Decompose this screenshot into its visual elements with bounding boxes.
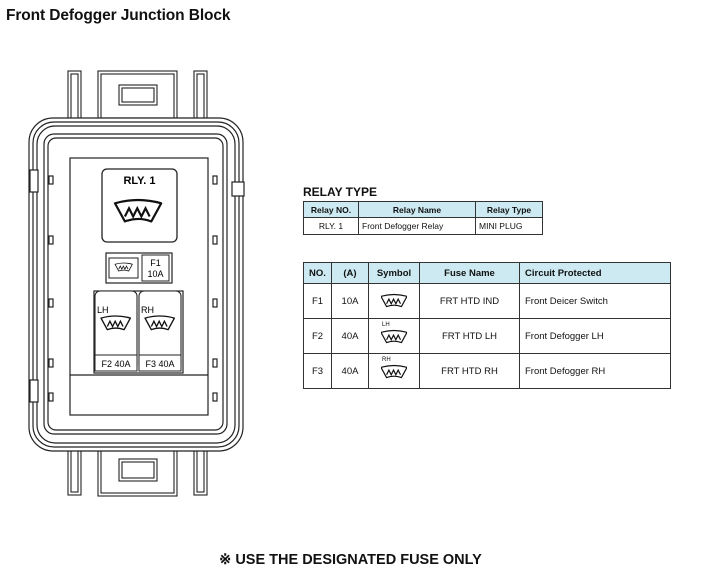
fuse-table: NO. (A) Symbol Fuse Name Circuit Protect… bbox=[303, 262, 671, 389]
fuse-circuit: Front Deicer Switch bbox=[519, 283, 671, 319]
fuse-symbol: RH bbox=[368, 353, 420, 389]
f2-label: F2 40A bbox=[101, 359, 130, 369]
relay-table-header: Relay NO. Relay Name Relay Type bbox=[303, 201, 543, 218]
fuse-header-name: Fuse Name bbox=[419, 262, 520, 284]
table-row: F3 40A RH FRT HTD RH Front Defogger RH bbox=[303, 353, 671, 389]
f3-label: F3 40A bbox=[145, 359, 174, 369]
symbol-cell bbox=[372, 286, 416, 316]
defogger-icon bbox=[381, 364, 407, 379]
fuse-no: F1 bbox=[303, 283, 332, 319]
fuse-f2-f3: LH RH F2 40A F3 40A bbox=[93, 290, 184, 374]
relay-label: RLY. 1 bbox=[123, 175, 155, 187]
rh-label: RH bbox=[141, 305, 154, 315]
fuse-name: FRT HTD LH bbox=[419, 318, 520, 354]
fuse-header-circuit: Circuit Protected bbox=[519, 262, 671, 284]
symbol-side-label: LH bbox=[382, 322, 390, 328]
defogger-icon bbox=[381, 329, 407, 344]
table-row: RLY. 1 Front Defogger Relay MINI PLUG bbox=[303, 217, 543, 235]
relay-rly1: RLY. 1 bbox=[101, 168, 178, 243]
fuse-table-header: NO. (A) Symbol Fuse Name Circuit Protect… bbox=[303, 262, 671, 284]
fuse-name: FRT HTD IND bbox=[419, 283, 520, 319]
relay-header-type: Relay Type bbox=[475, 201, 543, 218]
fuse-symbol: LH bbox=[368, 318, 420, 354]
fuse-header-no: NO. bbox=[303, 262, 332, 284]
block-housing bbox=[28, 117, 245, 452]
relay-type-table: Relay NO. Relay Name Relay Type RLY. 1 F… bbox=[303, 201, 543, 235]
f1-rating: 10A bbox=[147, 269, 163, 279]
symbol-cell: RH bbox=[372, 356, 416, 386]
relay-header-name: Relay Name bbox=[358, 201, 476, 218]
relay-type-title: RELAY TYPE bbox=[303, 185, 378, 199]
lh-label: LH bbox=[97, 305, 109, 315]
fuse-circuit: Front Defogger RH bbox=[519, 353, 671, 389]
f1-name: F1 bbox=[150, 258, 161, 268]
symbol-side-label: RH bbox=[382, 357, 391, 363]
fuse-symbol bbox=[368, 283, 420, 319]
relay-name: Front Defogger Relay bbox=[358, 217, 476, 235]
top-clip bbox=[67, 70, 208, 124]
fuse-amp: 40A bbox=[331, 318, 369, 354]
fuse-header-symbol: Symbol bbox=[368, 262, 420, 284]
fuse-no: F2 bbox=[303, 318, 332, 354]
relay-type: MINI PLUG bbox=[475, 217, 543, 235]
table-row: F2 40A LH FRT HTD LH Front Defogger LH bbox=[303, 318, 671, 354]
relay-header-no: Relay NO. bbox=[303, 201, 359, 218]
table-row: F1 10A FRT HTD IND Front Deicer Switch bbox=[303, 283, 671, 319]
page-title: Front Defogger Junction Block bbox=[6, 7, 231, 24]
symbol-cell: LH bbox=[372, 321, 416, 351]
relay-no: RLY. 1 bbox=[303, 217, 359, 235]
footer-note: ※ USE THE DESIGNATED FUSE ONLY bbox=[219, 552, 482, 568]
defogger-icon bbox=[381, 293, 407, 308]
fuse-circuit: Front Defogger LH bbox=[519, 318, 671, 354]
fuse-f1: F1 10A bbox=[105, 252, 173, 284]
fuse-amp: 10A bbox=[331, 283, 369, 319]
fuse-amp: 40A bbox=[331, 353, 369, 389]
fuse-name: FRT HTD RH bbox=[419, 353, 520, 389]
fuse-no: F3 bbox=[303, 353, 332, 389]
fuse-header-amp: (A) bbox=[331, 262, 369, 284]
